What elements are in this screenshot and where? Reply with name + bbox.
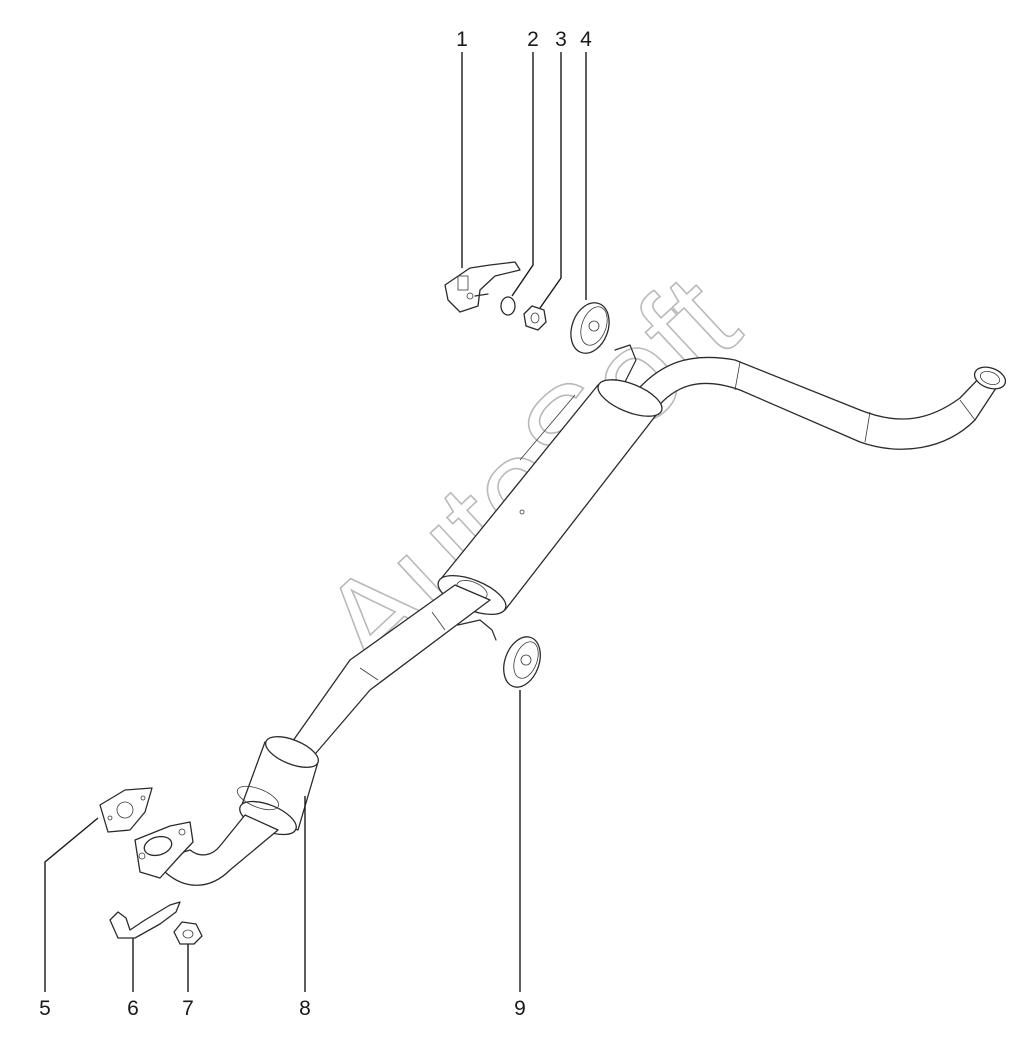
washer: [500, 296, 516, 316]
catalytic-converter: [236, 736, 319, 836]
callout-8: 8: [299, 997, 311, 1020]
rubber-mount-lower: [503, 636, 541, 688]
bracket: [444, 261, 521, 313]
callout-2: 2: [527, 28, 539, 51]
leader-lines: [44, 52, 587, 992]
retainer-clip: [109, 901, 181, 939]
rubber-mount-upper: [570, 302, 610, 354]
callout-6: 6: [127, 997, 139, 1020]
flange-nut: [173, 921, 203, 945]
callout-3: 3: [555, 28, 567, 51]
nut: [523, 305, 547, 331]
callout-1: 1: [456, 28, 468, 51]
callout-9: 9: [514, 997, 526, 1020]
gasket: [99, 787, 153, 833]
tail-pipe: [614, 344, 1007, 450]
callout-7: 7: [182, 997, 194, 1020]
front-pipe: [134, 814, 279, 886]
callout-4: 4: [580, 28, 592, 51]
callout-5: 5: [39, 997, 51, 1020]
